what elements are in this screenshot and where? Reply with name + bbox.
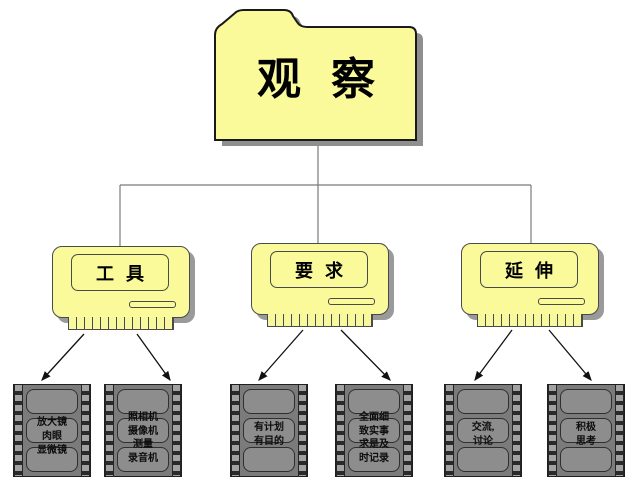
leaf-text: 放大镜 肉眼 显微镜	[37, 417, 67, 456]
leaf-text: 全面细 致实事 求是及 时记录	[359, 412, 389, 464]
film-sprockets-icon	[403, 385, 412, 476]
film-sprockets-icon	[445, 385, 454, 476]
leaf-text: 积极 思考	[576, 422, 596, 447]
film-sprockets-icon	[81, 385, 90, 476]
leaf-node-tools-2: 照相机 摄像机 测量 录音机	[104, 384, 182, 477]
branch-label-extension: 延伸	[480, 251, 578, 288]
disk-slot-icon	[538, 298, 585, 305]
leaf-node-requirements-2: 全面细 致实事 求是及 时记录	[335, 384, 413, 477]
branch-node-extension: 延伸	[461, 243, 599, 327]
leaf-node-tools-1: 放大镜 肉眼 显微镜	[13, 384, 91, 477]
film-sprockets-icon	[105, 385, 114, 476]
leaf-text: 有计划 有目的	[254, 422, 284, 447]
leaf-text: 照相机 摄像机 测量 录音机	[128, 412, 158, 464]
folder-icon	[214, 9, 423, 146]
film-strip-icon	[23, 385, 81, 476]
computer-icon: 延伸	[461, 243, 599, 327]
root-label: 观察	[257, 55, 405, 104]
branch-node-requirements: 要求	[251, 243, 389, 327]
leaf-node-extension-1: 交流, 讨论	[444, 384, 522, 477]
film-strip-icon	[240, 385, 298, 476]
film-strip-icon	[114, 385, 172, 476]
disk-slot-icon	[129, 301, 176, 308]
film-sprockets-icon	[512, 385, 521, 476]
keyboard-icon	[267, 314, 373, 327]
film-sprockets-icon	[14, 385, 23, 476]
leaf-node-requirements-1: 有计划 有目的	[230, 384, 308, 477]
computer-icon: 要求	[251, 243, 389, 327]
film-sprockets-icon	[615, 385, 624, 476]
film-strip-icon	[454, 385, 512, 476]
film-sprockets-icon	[548, 385, 557, 476]
root-node-observation: 观察	[0, 0, 640, 160]
computer-icon: 工具	[52, 246, 190, 330]
branch-node-tools: 工具	[52, 246, 190, 330]
film-sprockets-icon	[298, 385, 307, 476]
film-strip-icon	[345, 385, 403, 476]
leaf-text: 交流, 讨论	[471, 422, 495, 447]
keyboard-icon	[68, 317, 174, 330]
film-sprockets-icon	[336, 385, 345, 476]
film-sprockets-icon	[172, 385, 181, 476]
leaf-node-extension-2: 积极 思考	[547, 384, 625, 477]
branch-label-tools: 工具	[71, 254, 169, 291]
disk-slot-icon	[328, 298, 375, 305]
keyboard-icon	[477, 314, 583, 327]
branch-label-requirements: 要求	[270, 251, 368, 288]
film-strip-icon	[557, 385, 615, 476]
film-sprockets-icon	[231, 385, 240, 476]
